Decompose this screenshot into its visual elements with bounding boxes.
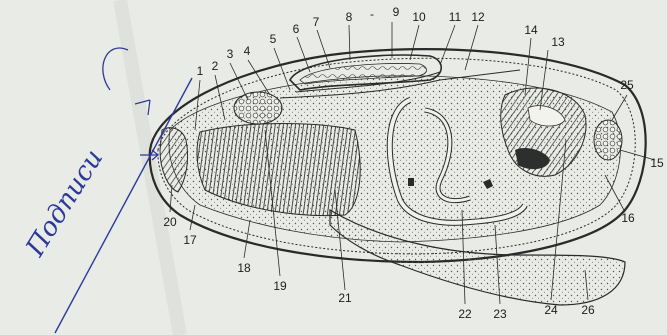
label-22: 22 [458, 307, 472, 321]
adductor-muscle-posterior [234, 92, 282, 124]
label-19: 19 [273, 279, 287, 293]
adductor-muscle-anterior [594, 120, 622, 160]
label-4: 4 [244, 44, 251, 58]
label-1: 1 [197, 64, 204, 78]
label-7: 7 [313, 15, 320, 29]
label-17: 17 [183, 233, 197, 247]
label-12: 12 [471, 10, 485, 24]
label-9: 9 [393, 5, 400, 19]
label-23: 23 [493, 307, 507, 321]
label-2: 2 [212, 59, 219, 73]
label-3: 3 [227, 47, 234, 61]
label-11: 11 [449, 10, 462, 24]
label-15: 15 [650, 156, 664, 170]
label-21: 21 [338, 291, 352, 305]
label-20: 20 [163, 215, 177, 229]
label-18: 18 [237, 261, 251, 275]
label-25: 25 [620, 78, 634, 92]
label-8: 8 [346, 10, 353, 24]
label-24: 24 [544, 303, 558, 317]
label-10: 10 [412, 10, 426, 24]
gonad-speck [408, 178, 414, 186]
label-6: 6 [293, 22, 300, 36]
label-dash: - [370, 7, 374, 21]
label-16: 16 [621, 211, 635, 225]
label-13: 13 [551, 35, 565, 49]
label-26: 26 [581, 303, 595, 317]
label-14: 14 [524, 23, 538, 37]
label-5: 5 [270, 32, 277, 46]
